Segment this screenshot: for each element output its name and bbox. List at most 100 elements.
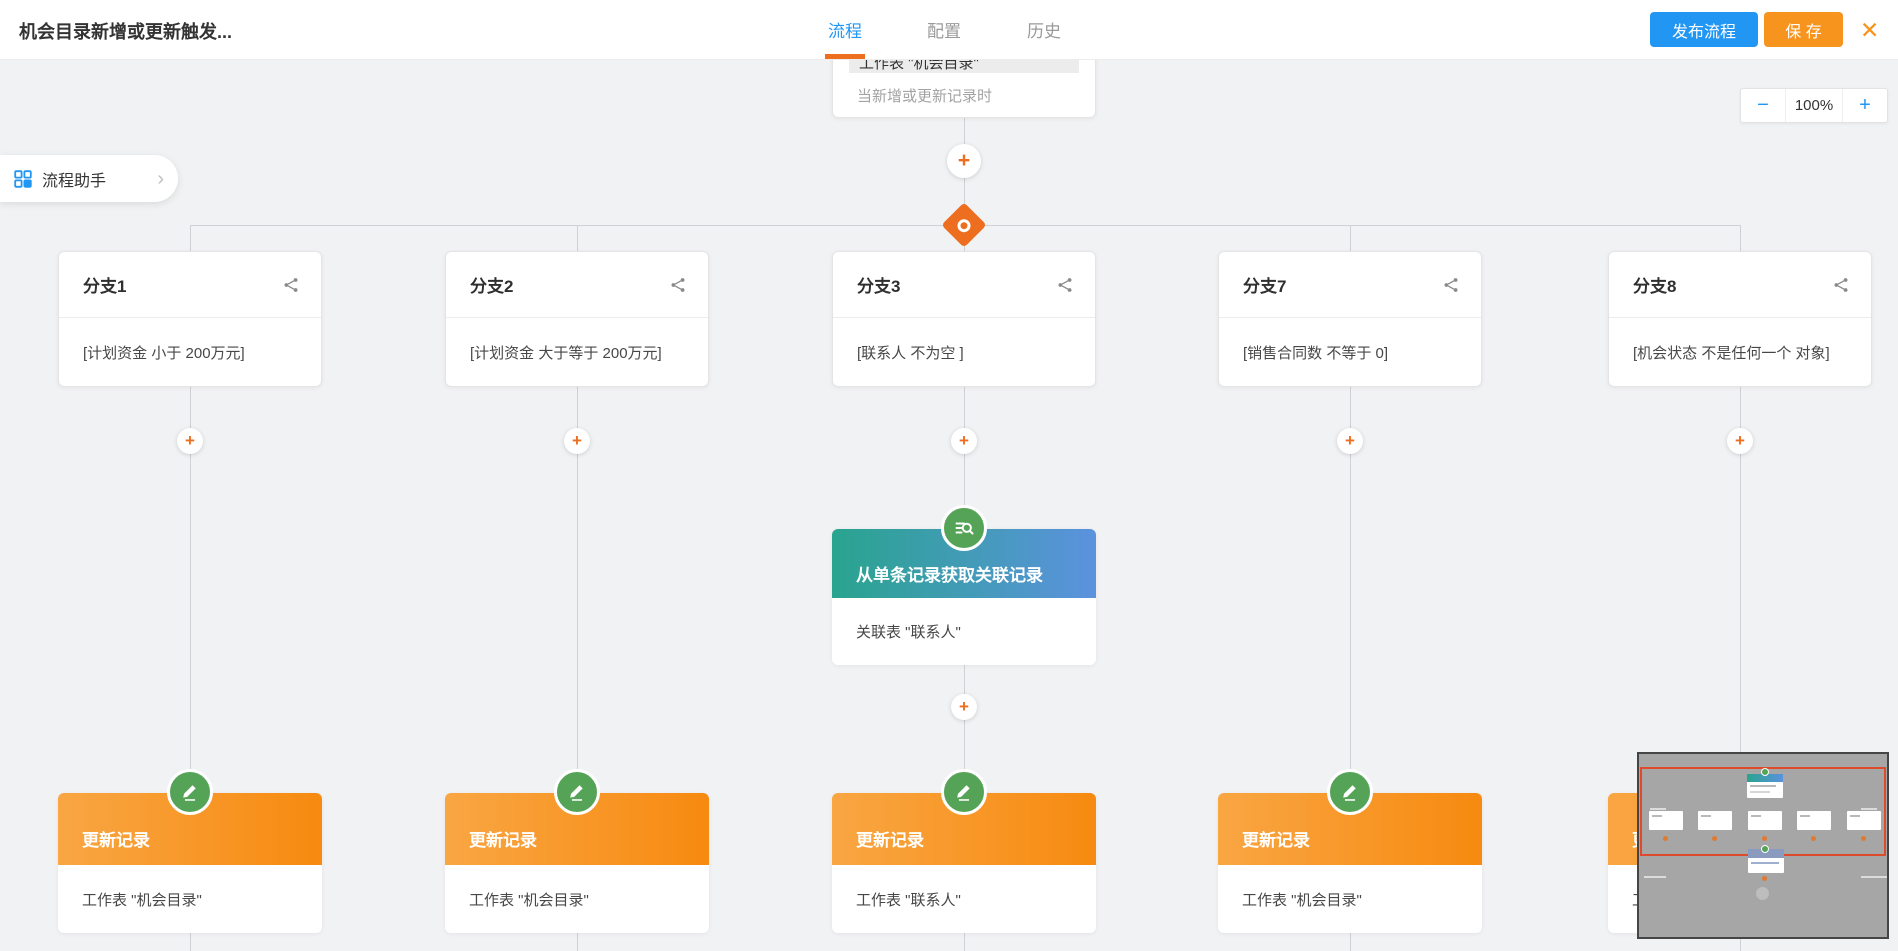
- add-node-button[interactable]: +: [1337, 428, 1363, 454]
- branch-header: 分支7: [1219, 252, 1481, 318]
- plus-icon: +: [959, 697, 969, 716]
- zoom-out-button[interactable]: −: [1757, 94, 1769, 116]
- active-tab-indicator: [825, 54, 865, 59]
- connector-branch2-down: [577, 387, 578, 793]
- gateway-ring-icon: [957, 218, 971, 232]
- branch-title: 分支7: [1243, 277, 1287, 296]
- minimap-branch-node: [1698, 811, 1732, 830]
- branch-condition: [计划资金 小于 200万元]: [83, 344, 245, 362]
- minimap-branch-node: [1797, 811, 1831, 830]
- connector-stub: [1740, 225, 1741, 251]
- pencil-icon: [167, 769, 213, 815]
- search-list-icon: [941, 505, 987, 551]
- connector-stub: [1350, 225, 1351, 251]
- pencil-icon: [554, 769, 600, 815]
- branch-condition: [机会状态 不是任何一个 对象]: [1633, 344, 1830, 362]
- branch-title: 分支3: [857, 277, 901, 296]
- zoom-level: 100%: [1785, 89, 1843, 122]
- connector-branch1-down: [190, 387, 191, 793]
- branch-split-icon[interactable]: [1443, 277, 1459, 293]
- add-node-button[interactable]: +: [951, 694, 977, 720]
- update-record-node-4[interactable]: 更新记录 工作表 "机会目录": [1218, 769, 1482, 933]
- node-title: 更新记录: [469, 831, 537, 850]
- minimap-branch-node: [1649, 811, 1683, 830]
- branch-card-8[interactable]: 分支8 [机会状态 不是任何一个 对象]: [1608, 251, 1872, 387]
- minimap-branch-node: [1748, 811, 1782, 830]
- plus-icon: +: [185, 431, 195, 450]
- get-related-records-node[interactable]: 从单条记录获取关联记录 关联表 "联系人": [832, 505, 1096, 665]
- node-header: 更新记录: [832, 793, 1096, 865]
- branch-split-icon[interactable]: [1833, 277, 1849, 293]
- zoom-in-button[interactable]: +: [1859, 94, 1871, 116]
- close-icon[interactable]: ✕: [1860, 17, 1880, 43]
- branch-header: 分支3: [833, 252, 1095, 318]
- connector-tail: [577, 933, 578, 951]
- minimap-lookup-node: [1748, 849, 1784, 873]
- tab-flow[interactable]: 流程: [828, 22, 862, 41]
- update-record-node-3[interactable]: 更新记录 工作表 "联系人": [832, 769, 1096, 933]
- pencil-icon: [1327, 769, 1373, 815]
- publish-flow-button[interactable]: 发布流程: [1650, 12, 1758, 47]
- branch-condition: [销售合同数 不等于 0]: [1243, 344, 1389, 362]
- branch-card-3[interactable]: 分支3 [联系人 不为空 ]: [832, 251, 1096, 387]
- add-node-button[interactable]: +: [1727, 428, 1753, 454]
- minimap-branch-node: [1847, 811, 1881, 830]
- zoom-control: − 100% +: [1740, 88, 1888, 123]
- update-record-node-1[interactable]: 更新记录 工作表 "机会目录": [58, 769, 322, 933]
- connector-tail: [964, 933, 965, 951]
- add-node-button[interactable]: +: [177, 428, 203, 454]
- connector-tail: [1740, 933, 1741, 951]
- branch-card-7[interactable]: 分支7 [销售合同数 不等于 0]: [1218, 251, 1482, 387]
- branch-split-icon[interactable]: [670, 277, 686, 293]
- minimap-node-icon: [1761, 768, 1769, 776]
- branch-header: 分支8: [1609, 252, 1871, 318]
- tab-config[interactable]: 配置: [927, 22, 961, 41]
- branch-condition: [计划资金 大于等于 200万元]: [470, 344, 662, 362]
- branch-card-1[interactable]: 分支1 [计划资金 小于 200万元]: [58, 251, 322, 387]
- branch-title: 分支1: [83, 277, 127, 296]
- minimap[interactable]: [1637, 752, 1889, 939]
- node-content: 工作表 "机会目录": [1242, 891, 1362, 909]
- assistant-label: 流程助手: [42, 172, 107, 190]
- plus-icon: +: [959, 431, 969, 450]
- add-node-button[interactable]: +: [947, 144, 981, 178]
- add-node-button[interactable]: +: [564, 428, 590, 454]
- connector-stub: [190, 225, 191, 251]
- branch-gateway-node[interactable]: [941, 202, 987, 248]
- branch-split-icon[interactable]: [1057, 277, 1073, 293]
- connector-tail: [1350, 933, 1351, 951]
- branch-title: 分支2: [470, 277, 514, 296]
- plus-icon: +: [1345, 431, 1355, 450]
- save-button[interactable]: 保 存: [1764, 12, 1843, 47]
- node-title: 更新记录: [856, 831, 924, 850]
- branch-condition: [联系人 不为空 ]: [857, 344, 964, 362]
- flow-assistant-button[interactable]: 流程助手 ›: [0, 155, 178, 202]
- tab-history[interactable]: 历史: [1027, 22, 1061, 41]
- update-record-node-2[interactable]: 更新记录 工作表 "机会目录": [445, 769, 709, 933]
- connector-branch7-down: [1350, 387, 1351, 793]
- branch-title: 分支8: [1633, 277, 1677, 296]
- connector-lookup-update: [964, 665, 965, 793]
- branch-split-icon[interactable]: [283, 277, 299, 293]
- plus-icon: +: [1735, 431, 1745, 450]
- connector-stub: [577, 225, 578, 251]
- connector-tail: [190, 933, 191, 951]
- minimap-end-node: [1756, 887, 1769, 900]
- flow-title: 机会目录新增或更新触发...: [19, 22, 233, 42]
- node-content: 工作表 "联系人": [856, 891, 961, 909]
- connector-branch8-down: [1740, 387, 1741, 793]
- node-content: 关联表 "联系人": [856, 624, 961, 641]
- add-node-button[interactable]: +: [951, 428, 977, 454]
- topbar: 机会目录新增或更新触发... 流程 配置 历史 发布流程 保 存 ✕: [0, 0, 1898, 60]
- minimap-trigger-node: [1747, 774, 1783, 798]
- branch-header: 分支1: [59, 252, 321, 318]
- branch-card-2[interactable]: 分支2 [计划资金 大于等于 200万元]: [445, 251, 709, 387]
- grid-icon: [14, 169, 32, 188]
- node-title: 从单条记录获取关联记录: [856, 566, 1043, 585]
- pencil-icon: [941, 769, 987, 815]
- node-title: 更新记录: [82, 831, 150, 850]
- node-content: 工作表 "机会目录": [469, 891, 589, 909]
- node-header: 从单条记录获取关联记录: [832, 529, 1096, 598]
- plus-icon: +: [572, 431, 582, 450]
